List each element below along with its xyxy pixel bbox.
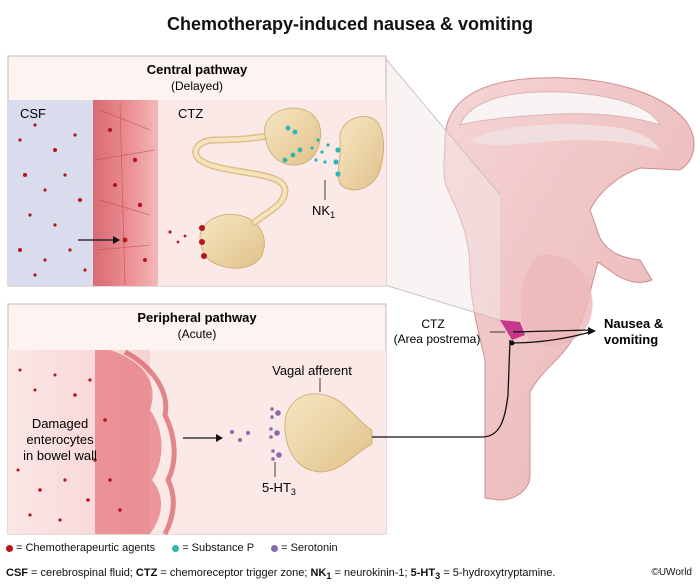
area-postrema-marker: [500, 320, 525, 340]
central-pathway-panel: [7, 55, 387, 287]
substance-p-dot-icon: [172, 544, 180, 552]
chemo-particles-bowel: [16, 368, 122, 522]
ctz-chemo-receptors: [199, 225, 207, 259]
nausea-arrowhead: [588, 327, 596, 335]
peripheral-pathway-panel: [7, 303, 387, 536]
csf-region: [8, 100, 93, 286]
serotonin-dot-icon: [271, 544, 279, 552]
brain-ctz-label: CTZ: [421, 317, 444, 331]
copyright: ©UWorld: [651, 567, 692, 578]
serotonin-molecules: [230, 430, 250, 442]
legend-chemo: = Chemotherapeurtic agents: [6, 542, 155, 554]
brain-illustration: [443, 77, 695, 501]
ctz-neuron-soma: [199, 214, 265, 269]
chemo-particles-csf: [18, 123, 187, 277]
legend-substance-p: = Substance P: [172, 542, 254, 554]
legend-serotonin: = Serotonin: [271, 542, 338, 554]
central-subheading: (Delayed): [171, 79, 223, 93]
presynaptic-terminal: [264, 107, 321, 166]
nk1-label: NK1: [312, 203, 335, 220]
nk1-receptors: [333, 147, 341, 177]
ctz-capillary-wall: [93, 100, 158, 286]
legend: = Chemotherapeurtic agents = Substance P…: [6, 542, 352, 554]
damaged-label-3: in bowel wall: [23, 448, 97, 463]
vagal-fiber-path: [372, 339, 511, 438]
vagal-afferent-neuron: [284, 393, 373, 473]
figure-title: Chemotherapy-induced nausea & vomiting: [166, 14, 534, 34]
bowel-wall: [95, 350, 162, 534]
chemo-dot-icon: [6, 544, 13, 552]
area-postrema-label: (Area postrema): [394, 332, 481, 346]
damaged-label-2: enterocytes: [26, 432, 94, 447]
zoom-projection-area: [385, 58, 500, 320]
abbreviations-footer: CSF = cerebrospinal fluid; CTZ = chemore…: [6, 567, 556, 582]
5ht3-label: 5-HT3: [262, 480, 296, 497]
nausea-label-2: vomiting: [604, 332, 658, 347]
csf-label: CSF: [20, 106, 46, 121]
central-heading: Central pathway: [147, 62, 248, 77]
vagal-afferent-label: Vagal afferent: [272, 363, 352, 378]
5ht3-receptors: [269, 407, 282, 461]
ctz-label: CTZ: [178, 106, 203, 121]
substance-p-vesicles: [282, 125, 330, 164]
damaged-label-1: Damaged: [32, 416, 88, 431]
nausea-label-1: Nausea &: [604, 316, 663, 331]
peripheral-subheading: (Acute): [178, 327, 217, 341]
ctz-output-lines: [511, 329, 591, 344]
peripheral-heading: Peripheral pathway: [137, 310, 257, 325]
